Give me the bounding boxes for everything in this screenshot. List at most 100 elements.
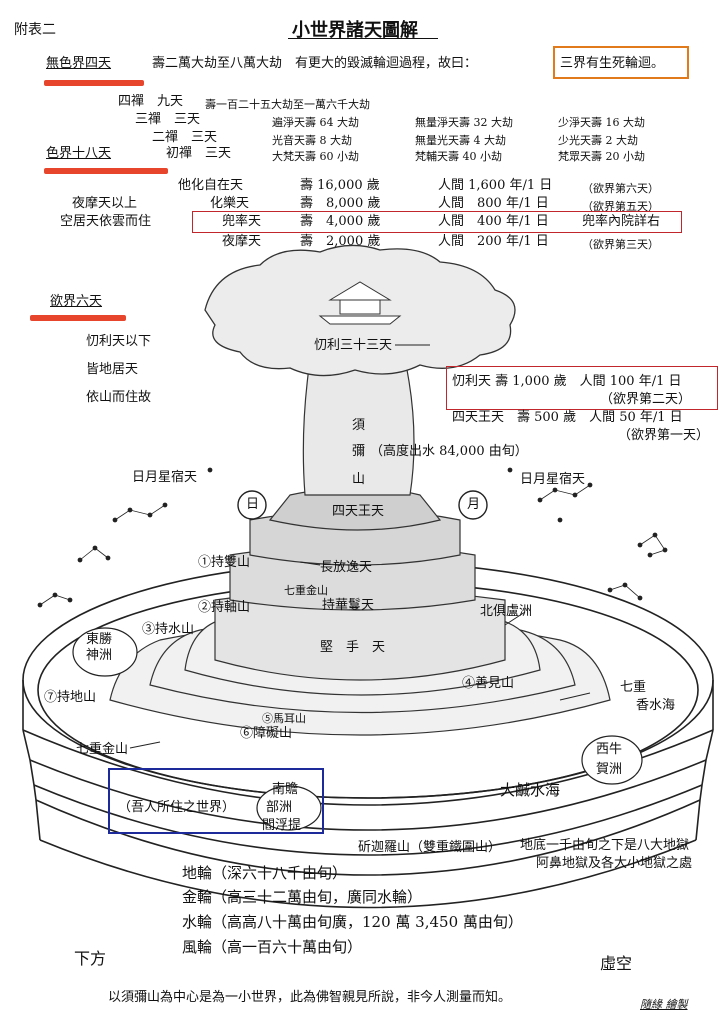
heaven-3-note: （欲界第三天） bbox=[582, 238, 659, 251]
tier-label-1: 長放逸天 bbox=[320, 560, 373, 575]
heaven-5-note: （欲界第五天） bbox=[582, 200, 659, 213]
sumeru-char-2: 彌 bbox=[352, 444, 366, 459]
heaven-6-note: （欲界第六天） bbox=[582, 182, 659, 195]
leader-lines bbox=[129, 344, 591, 749]
west-continent-2: 賀洲 bbox=[596, 762, 623, 777]
mountain-7-label: ⑦持地山 bbox=[44, 690, 97, 705]
cycle-highlight-box bbox=[553, 46, 689, 79]
dhyana-2-c2: 無量光天壽 4 大劫 bbox=[415, 134, 506, 147]
mountain-2-label: ②持軸山 bbox=[198, 600, 251, 615]
sun-icon bbox=[237, 490, 267, 520]
sumeru-stem bbox=[302, 359, 415, 496]
moon-icon bbox=[458, 490, 488, 520]
constellation-icons bbox=[37, 467, 668, 608]
moon-label: 月 bbox=[467, 497, 481, 512]
heaven-6-human: 人間 1,600 年/1 日 bbox=[438, 178, 553, 193]
tier-label-3: 堅 手 天 bbox=[320, 640, 386, 655]
our-world-highlight-box bbox=[108, 768, 324, 834]
sumeru-char-1: 須 bbox=[352, 418, 366, 433]
earth-dwelling-note-3: 依山而住故 bbox=[86, 390, 152, 405]
title-underline bbox=[288, 38, 438, 39]
water-wheel-label: 水輪（高高八十萬由旬廣，120 萬 3,450 萬由旬） bbox=[182, 913, 523, 931]
sumeru-char-3: 山 bbox=[352, 472, 366, 487]
formless-description: 壽二萬大劫至八萬大劫 有更大的毀滅輪迴過程，故曰： bbox=[152, 56, 478, 71]
dhyana-3-c1: 遍淨天壽 64 大劫 bbox=[272, 116, 359, 129]
formless-realm-label: 無色界四天 bbox=[46, 56, 112, 71]
east-continent-1: 東勝 bbox=[86, 632, 113, 647]
mountain-4-label: ④善見山 bbox=[462, 676, 515, 691]
fragrant-sea-2: 香水海 bbox=[636, 698, 676, 713]
credit-label: 隨緣 繪製 bbox=[640, 998, 688, 1011]
trayastrimsa-highlight-box bbox=[446, 366, 718, 410]
mountain-1-label: ①持雙山 bbox=[198, 555, 251, 570]
seven-gold-top-label: 七重金山 bbox=[284, 584, 328, 597]
four-kings-tier-label: 四天王天 bbox=[332, 504, 385, 519]
earth-wheel-label: 地輪（深六十八千由旬） bbox=[182, 864, 348, 882]
dhyana-2-c1: 光音天壽 8 大劫 bbox=[272, 134, 352, 147]
south-continent-3: 閻浮提 bbox=[262, 818, 302, 833]
our-world-label: （吾人所住之世界） bbox=[118, 800, 236, 815]
cycle-highlight-text: 三界有生死輪迴。 bbox=[560, 56, 665, 71]
stars-label-right: 日月星宿天 bbox=[520, 472, 586, 487]
space-dwelling-note-1: 夜摩天以上 bbox=[72, 196, 138, 211]
salt-sea-label: 大鹹水海 bbox=[500, 781, 561, 799]
four-kings-note: （欲界第一天） bbox=[618, 428, 710, 443]
heaven-4-note: 兜率內院詳右 bbox=[582, 214, 661, 229]
sumeru-terraces bbox=[109, 486, 611, 736]
dhyana-1-c3: 梵眾天壽 20 小劫 bbox=[558, 150, 645, 163]
tier-label-2: 持華鬘天 bbox=[322, 598, 375, 613]
heaven-4-life: 壽 4,000 歲 bbox=[300, 214, 381, 229]
fragrant-sea-1: 七重 bbox=[620, 680, 647, 695]
south-continent-1: 南贍 bbox=[272, 782, 299, 797]
stars-label-left: 日月星宿天 bbox=[132, 470, 198, 485]
void-label: 虛空 bbox=[600, 954, 633, 973]
gold-wheel-label: 金輪（高三十二萬由旬，廣同水輪） bbox=[182, 888, 423, 906]
dhyana-2-c3: 少光天壽 2 大劫 bbox=[558, 134, 638, 147]
dhyana-1-c2: 梵輔天壽 40 小劫 bbox=[415, 150, 502, 163]
tushita-highlight-box bbox=[192, 211, 682, 233]
iron-mountain-label: 斫迦羅山（雙重鐵圍山） bbox=[358, 840, 502, 855]
heaven-5-life: 壽 8,000 歲 bbox=[300, 196, 381, 211]
desire-realm-label: 欲界六天 bbox=[50, 294, 103, 309]
east-continent-2: 神洲 bbox=[86, 648, 113, 663]
dhyana-1: 初禪 三天 bbox=[166, 146, 232, 161]
north-continent: 北俱盧洲 bbox=[480, 604, 533, 619]
dhyana-1-c1: 大梵天壽 60 小劫 bbox=[272, 150, 359, 163]
dhyana-3-c3: 少淨天壽 16 大劫 bbox=[558, 116, 645, 129]
trayastrimsa-peak-label: 忉利三十三天 bbox=[314, 338, 393, 353]
dhyana-2: 二禪 三天 bbox=[152, 130, 218, 145]
sun-label: 日 bbox=[246, 497, 260, 512]
wind-wheel-label: 風輪（高一百六十萬由旬） bbox=[182, 938, 363, 956]
heaven-6-life: 壽 16,000 歲 bbox=[300, 178, 380, 193]
west-continent-1: 西牛 bbox=[596, 742, 623, 757]
dhyana-3-c2: 無量淨天壽 32 大劫 bbox=[415, 116, 513, 129]
dhyana-3: 三禪 三天 bbox=[135, 112, 201, 127]
heaven-4-human: 人間 400 年/1 日 bbox=[438, 214, 549, 229]
page-title: 小世界諸天圖解 bbox=[292, 20, 418, 41]
trayastrimsa-note: （欲界第二天） bbox=[600, 392, 692, 407]
footer-note: 以須彌山為中心是為一小世界，此為佛智親見所說，非今人測量而知。 bbox=[108, 990, 512, 1005]
heaven-3-life: 壽 2,000 歲 bbox=[300, 234, 381, 249]
form-realm-label: 色界十八天 bbox=[46, 146, 112, 161]
mountain-3-label: ③持水山 bbox=[142, 622, 195, 637]
mountain-6-label: ⑥障礙山 bbox=[240, 726, 293, 741]
appendix-label: 附表二 bbox=[14, 22, 56, 38]
palace-icon bbox=[318, 281, 402, 325]
earth-dwelling-note-1: 忉利天以下 bbox=[86, 334, 152, 349]
trayastrimsa-life: 忉利天 壽 1,000 歲 人間 100 年/1 日 bbox=[452, 374, 682, 389]
hell-note-1: 地底一千由旬之下是八大地獄 bbox=[520, 838, 690, 853]
hell-note-2: 阿鼻地獄及各大小地獄之處 bbox=[536, 856, 693, 871]
south-continent-2: 部洲 bbox=[266, 800, 293, 815]
heaven-5-human: 人間 800 年/1 日 bbox=[438, 196, 549, 211]
earth-dwelling-note-2: 皆地居天 bbox=[86, 362, 139, 377]
dhyana-4: 四禪 九天 bbox=[118, 94, 184, 109]
formless-red-bar bbox=[44, 80, 144, 86]
heaven-3-name: 夜摩天 bbox=[222, 234, 262, 249]
heaven-5-name: 化樂天 bbox=[210, 196, 250, 211]
sumeru-height: （高度出水 84,000 由旬） bbox=[370, 444, 528, 459]
heaven-6-name: 他化自在天 bbox=[178, 178, 244, 193]
heaven-3-human: 人間 200 年/1 日 bbox=[438, 234, 549, 249]
space-dwelling-note-2: 空居天依雲而住 bbox=[60, 214, 152, 229]
seven-gold-bottom-label: 七重金山 bbox=[76, 742, 129, 757]
